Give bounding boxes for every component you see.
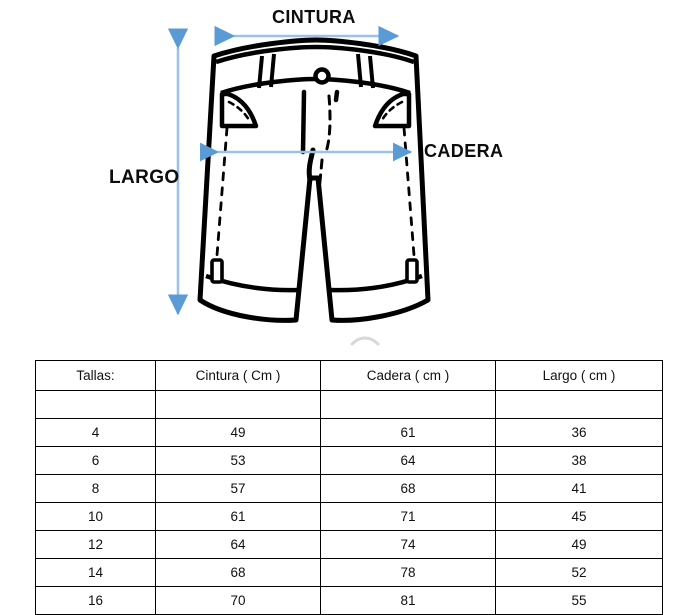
front-pockets: [219, 91, 412, 129]
table-cell: 61: [320, 418, 496, 447]
table-cell: 70: [155, 586, 321, 615]
table-cell: 81: [320, 586, 496, 615]
table-cell: 10: [35, 502, 156, 531]
table-cell: 12: [35, 530, 156, 559]
table-spacer-row: [35, 390, 663, 419]
table-cell: 71: [320, 502, 496, 531]
column-header-cintura: Cintura ( Cm ): [155, 360, 321, 391]
table-cell: 49: [155, 418, 321, 447]
cadera-label: CADERA: [424, 141, 504, 161]
table-cell: 38: [495, 446, 663, 475]
table-cell: [495, 390, 663, 419]
table-cell: [155, 390, 321, 419]
table-cell: 78: [320, 558, 496, 587]
table-header-row: Tallas: Cintura ( Cm ) Cadera ( cm ) Lar…: [35, 360, 663, 391]
table-cell: 53: [155, 446, 321, 475]
table-cell: 8: [35, 474, 156, 503]
table-cell: 6: [35, 446, 156, 475]
table-cell: 16: [35, 586, 156, 615]
pocket-stitching: [227, 100, 404, 124]
column-header-cadera: Cadera ( cm ): [320, 360, 496, 391]
table-cell: 74: [320, 530, 496, 559]
measurement-diagram: CINTURA CADERA LARGO: [109, 7, 504, 346]
column-header-tallas: Tallas:: [35, 360, 156, 391]
cuff-tabs: [210, 258, 419, 284]
size-table-container: Tallas: Cintura ( Cm ) Cadera ( cm ) Lar…: [35, 360, 663, 615]
table-cell: [320, 390, 496, 419]
table-cell: 4: [35, 418, 156, 447]
size-chart-table: Tallas: Cintura ( Cm ) Cadera ( cm ) Lar…: [35, 360, 663, 615]
table-cell: 36: [495, 418, 663, 447]
table-cell: 55: [495, 586, 663, 615]
table-cell: 49: [495, 530, 663, 559]
table-cell: 61: [155, 502, 321, 531]
table-cell: 68: [155, 558, 321, 587]
table-cell: 57: [155, 474, 321, 503]
table-cell: 64: [155, 530, 321, 559]
table-cell: 68: [320, 474, 496, 503]
column-header-largo: Largo ( cm ): [495, 360, 663, 391]
table-cell: [35, 390, 156, 419]
table-cell: 41: [495, 474, 663, 503]
table-cell: 14: [35, 558, 156, 587]
largo-label: LARGO: [109, 167, 180, 188]
center-seam-stitch: [317, 158, 324, 194]
decorative-arc: [350, 336, 380, 346]
cintura-label: CINTURA: [272, 7, 356, 27]
shorts-outline: [197, 37, 431, 323]
belt-loops: [257, 53, 375, 89]
fly-placket: [300, 89, 340, 155]
table-cell: 64: [320, 446, 496, 475]
waist-button-icon: [313, 67, 331, 85]
table-cell: 52: [495, 558, 663, 587]
shorts-illustration: [167, 25, 431, 346]
table-cell: 45: [495, 502, 663, 531]
